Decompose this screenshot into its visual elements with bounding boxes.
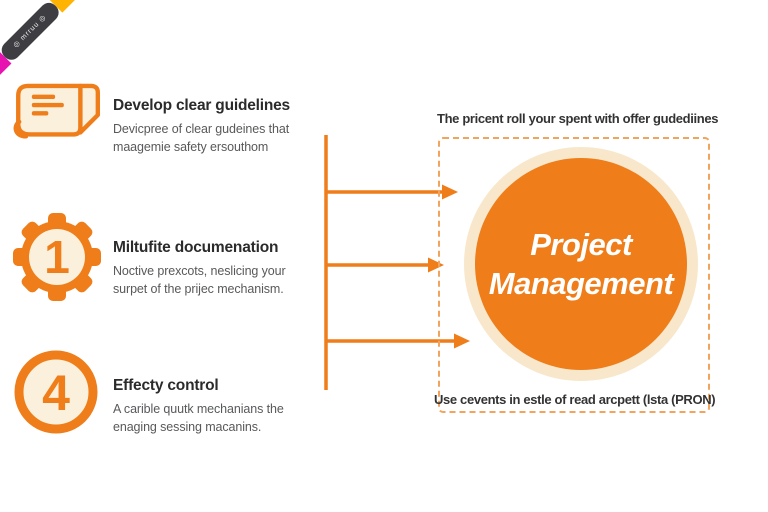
gear-number-icon: 1 — [13, 213, 101, 301]
center-title-line2: Management — [488, 266, 674, 301]
step-description: A carible quutk mechanians the enaging s… — [113, 402, 284, 434]
pencil-band-label: ◎ mrruu ◎ — [0, 0, 63, 64]
project-management-circle-inner: Project Management — [475, 158, 687, 370]
step-title: Effecty control — [113, 377, 219, 394]
step-description: Devicpree of clear gudeines that maagemi… — [113, 122, 290, 154]
panel-top-caption: The pricent roll your spent with offer g… — [437, 111, 719, 126]
flow-connector-arrows — [324, 135, 470, 390]
step-number: 1 — [44, 231, 70, 283]
project-management-circle: Project Management — [464, 147, 698, 381]
corner-pencil-decoration: ◎ mrruu ◎ — [0, 0, 90, 85]
step-title: Miltufite documenation — [113, 239, 279, 256]
center-title: Project Management — [488, 225, 674, 303]
dashed-border-box — [438, 137, 710, 413]
panel-bottom-caption: Use cevents in estle of read arcpett (ls… — [434, 392, 716, 407]
center-title-line1: Project — [530, 226, 632, 262]
circle-number-icon: 4 — [14, 350, 98, 434]
step-description: Noctive prexcots, neslicing your surpet … — [113, 264, 286, 296]
document-icon — [13, 83, 101, 139]
step-number: 4 — [42, 365, 70, 421]
step-title: Develop clear guidelines — [113, 97, 290, 114]
